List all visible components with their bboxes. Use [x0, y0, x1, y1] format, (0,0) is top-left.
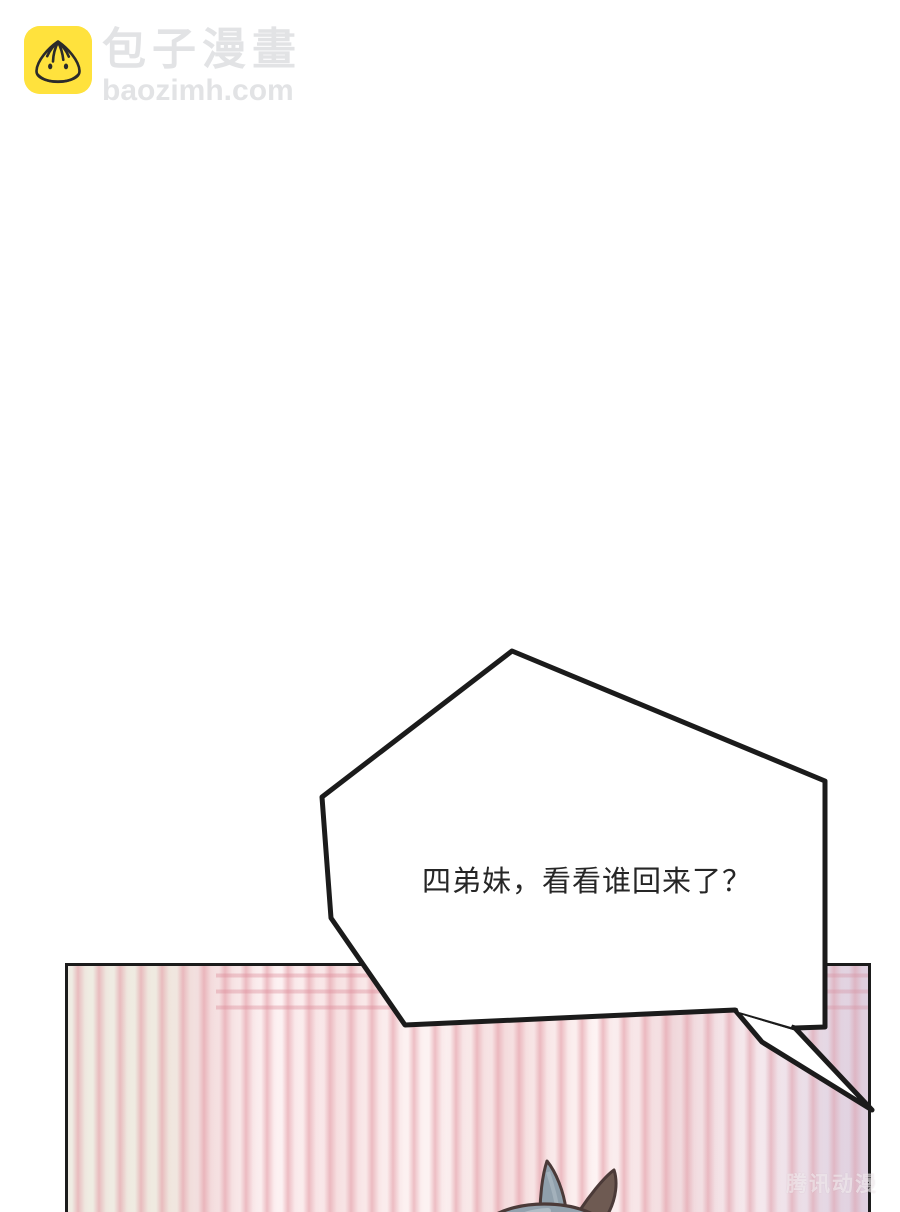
- baozi-bun-icon: [24, 26, 92, 94]
- brand-name-cn: 包子漫畫: [102, 25, 302, 74]
- speech-bubble-text: 四弟妹，看看谁回来了？: [422, 864, 753, 898]
- curtain-cornice-lines: [216, 966, 868, 1010]
- comic-panel: [65, 963, 871, 1212]
- site-logo-wordmark: 包子漫畫 baozimh.com: [102, 26, 302, 106]
- publisher-watermark: 腾讯动漫: [786, 1172, 878, 1196]
- brand-domain: baozimh.com: [102, 73, 294, 107]
- site-logo: 包子漫畫 baozimh.com: [24, 26, 302, 106]
- character-head: [428, 1112, 728, 1212]
